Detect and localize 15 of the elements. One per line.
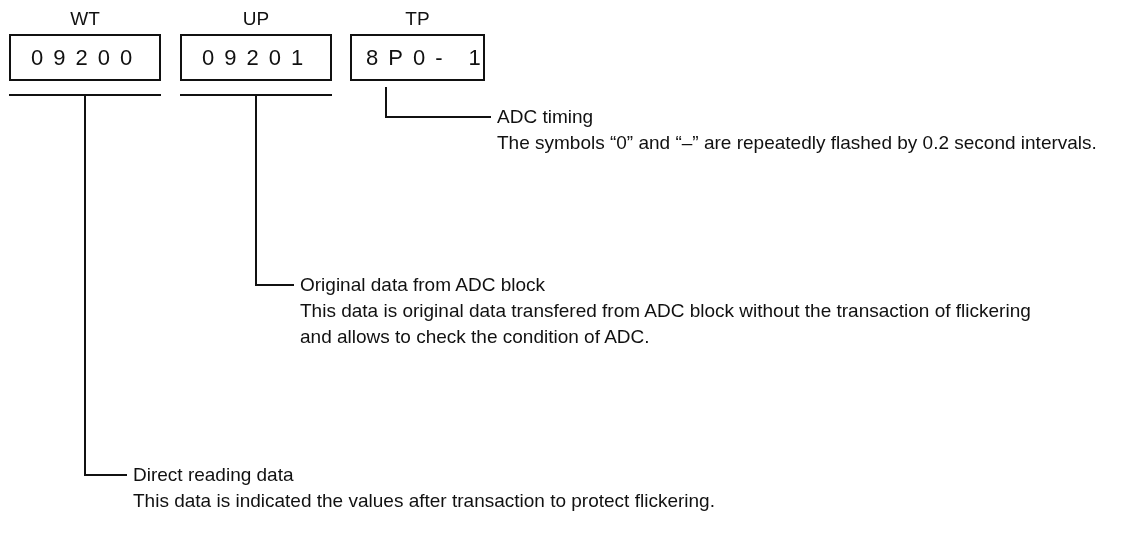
description-heading: Direct reading data — [133, 463, 295, 487]
description-text: This data is original data transfered from ADC block without the transaction of flickering and allows to check the condition of ADC. — [300, 299, 1032, 349]
leader-line — [84, 95, 128, 476]
leader-line — [385, 86, 492, 118]
display-readout: 09201 — [180, 34, 332, 81]
leader-line — [255, 95, 295, 286]
display-label: WT — [69, 7, 101, 31]
description-text: The symbols “0” and “–” are repeatedly flashed by 0.2 second intervals. — [497, 131, 1098, 155]
display-readout: 8P0- 1 — [350, 34, 485, 81]
display-readout: 09200 — [9, 34, 161, 81]
description-heading: Original data from ADC block — [300, 273, 546, 297]
display-label: TP — [404, 7, 431, 31]
description-heading: ADC timing — [497, 105, 595, 129]
description-text: This data is indicated the values after transaction to protect flickering. — [133, 489, 716, 513]
display-label: UP — [241, 7, 271, 31]
